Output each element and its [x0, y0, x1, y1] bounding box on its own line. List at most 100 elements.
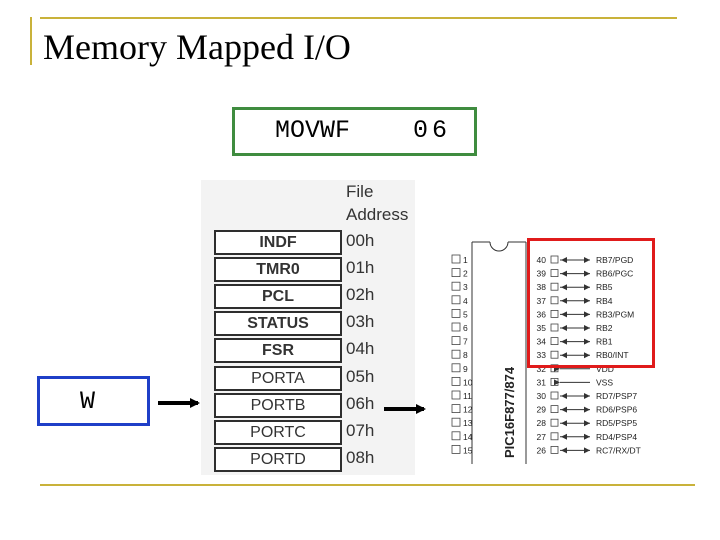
right-pin-square	[550, 310, 559, 318]
slide-title: Memory Mapped I/O	[43, 27, 351, 67]
left-pin-number: 14	[463, 432, 473, 442]
register-name-pcl: PCL	[214, 284, 342, 309]
pin-direction-arrow	[561, 420, 567, 427]
right-pin-number: 38	[537, 282, 547, 292]
right-pin-number: 35	[537, 323, 547, 333]
left-pin-number: 2	[463, 269, 468, 279]
pin-direction-arrow	[584, 420, 590, 427]
register-address-07h: 07h	[346, 421, 375, 440]
pin-direction-arrow	[584, 433, 590, 440]
pin-direction-arrow	[584, 297, 590, 304]
right-pin-label: RB7/PGD	[596, 255, 633, 265]
right-pin-square	[550, 405, 559, 414]
right-pin-number: 40	[537, 255, 547, 265]
pin-direction-arrow	[561, 406, 567, 413]
right-pin-square	[550, 432, 559, 441]
right-pin-label: RB0/INT	[596, 350, 629, 360]
left-pin-square	[451, 390, 461, 400]
instruction-operand: 06	[413, 116, 452, 145]
register-address-05h: 05h	[346, 367, 375, 386]
left-pin-square	[451, 268, 461, 277]
register-address-00h: 00h	[346, 231, 375, 250]
right-pin-label: RB6/PGC	[596, 269, 633, 279]
right-pin-label: RB4	[596, 296, 613, 306]
right-pin-number: 29	[537, 405, 547, 415]
right-pin-square	[550, 445, 559, 454]
left-pin-square	[451, 322, 461, 332]
right-pin-label: VDD	[596, 364, 614, 374]
pin-direction-arrow	[561, 325, 567, 331]
left-pin-number: 1	[463, 255, 468, 265]
right-pin-label: RB1	[596, 337, 613, 347]
left-pin-square	[451, 254, 461, 264]
register-name-porta: PORTA	[214, 366, 342, 391]
register-name-portd: PORTD	[214, 447, 342, 472]
pin-direction-arrow	[561, 352, 567, 359]
right-pin-number: 32	[537, 364, 547, 374]
pin-direction-arrow	[584, 338, 590, 345]
register-name-portc: PORTC	[214, 420, 342, 445]
right-pin-square	[550, 418, 559, 427]
pin-direction-arrow	[584, 325, 590, 331]
register-address-06h: 06h	[346, 394, 375, 413]
pin-direction-arrow	[584, 270, 590, 277]
chip-name-label: PIC16F877/874	[502, 366, 517, 458]
pin-direction-arrow	[584, 406, 590, 413]
left-pin-square	[451, 363, 461, 373]
right-pin-square	[550, 296, 559, 305]
right-pin-label: RD4/PSP4	[596, 432, 637, 442]
right-pin-square	[550, 391, 559, 400]
left-pin-number: 9	[463, 364, 468, 374]
right-pin-label: RD6/PSP6	[596, 405, 637, 415]
pin-direction-arrow	[561, 447, 567, 454]
right-pin-number: 37	[537, 296, 547, 306]
left-pin-number: 12	[463, 405, 473, 415]
register-name-indf: INDF	[214, 230, 342, 255]
right-pin-number: 33	[537, 350, 547, 360]
right-pin-number: 36	[537, 309, 547, 319]
chip-body	[471, 241, 527, 464]
right-pin-label: RD7/PSP7	[596, 391, 637, 401]
pin-direction-arrow	[561, 338, 567, 345]
right-pin-square	[550, 269, 559, 277]
register-address-08h: 08h	[346, 448, 375, 467]
pin-direction-arrow	[561, 284, 567, 291]
pin-direction-arrow	[561, 433, 567, 440]
instruction-box	[232, 107, 477, 156]
left-pin-square	[451, 404, 461, 414]
pin-direction-arrow	[554, 379, 560, 386]
right-pin-label: VSS	[596, 377, 613, 387]
pin-direction-arrow	[561, 297, 567, 304]
pin-direction-arrow	[584, 447, 590, 454]
left-pin-square	[451, 336, 461, 345]
left-pin-square	[451, 376, 461, 386]
register-address-03h: 03h	[346, 312, 375, 331]
right-pin-number: 28	[537, 418, 547, 428]
register-name-portb: PORTB	[214, 393, 342, 418]
register-address-02h: 02h	[346, 285, 375, 304]
register-name-tmr0: TMR0	[214, 257, 342, 282]
left-pin-number: 4	[463, 296, 468, 306]
right-pin-square	[550, 323, 559, 332]
left-pin-number: 11	[463, 391, 472, 401]
right-pin-square	[550, 350, 559, 359]
right-pin-number: 31	[537, 377, 547, 387]
left-pin-number: 7	[463, 337, 468, 347]
w-register-box	[37, 376, 150, 426]
left-pin-square	[451, 349, 461, 359]
left-pin-number: 8	[463, 350, 468, 360]
right-pin-square	[550, 282, 559, 291]
left-pin-square	[451, 309, 461, 318]
pin-direction-arrow	[561, 270, 567, 277]
pin-direction-arrow	[584, 393, 590, 399]
right-pin-label: RB3/PGM	[596, 309, 634, 319]
right-pin-number: 27	[537, 432, 547, 442]
pin-direction-arrow	[561, 311, 567, 318]
left-pin-square	[451, 431, 461, 441]
left-pin-square	[451, 417, 461, 427]
left-pin-square	[451, 444, 461, 454]
left-pin-number: 5	[463, 309, 468, 319]
